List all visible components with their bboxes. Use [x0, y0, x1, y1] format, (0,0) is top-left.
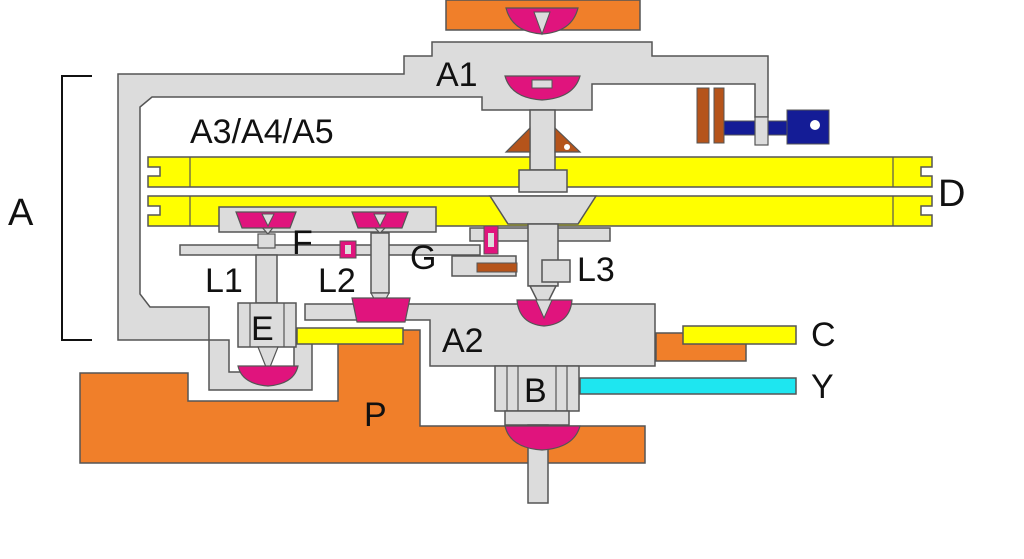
bar-y	[579, 377, 797, 395]
regulator-lever	[696, 87, 830, 146]
label-f: F	[292, 224, 313, 262]
barrel-b	[494, 365, 580, 504]
center-arbor	[488, 109, 598, 314]
label-a345: A3/A4/A5	[190, 113, 334, 151]
label-a2: A2	[442, 322, 484, 360]
label-y: Y	[811, 368, 834, 406]
label-b: B	[524, 372, 547, 410]
jewel-e-lower	[237, 365, 299, 387]
label-d: D	[938, 173, 965, 215]
arbor-l2	[370, 224, 390, 312]
label-c: C	[811, 316, 836, 354]
brown-arm	[476, 262, 518, 273]
main-plate-p	[79, 329, 646, 464]
label-l1: L1	[205, 262, 243, 300]
center-support	[504, 126, 582, 153]
label-g: G	[410, 239, 436, 277]
main-frame-a	[117, 41, 769, 341]
jewel-l2-lower	[351, 297, 411, 323]
middle-wheel-g	[179, 244, 481, 256]
label-a: A	[8, 192, 34, 234]
jewel-bottom	[504, 425, 581, 451]
plate-c-yellow	[682, 325, 797, 345]
label-l3: L3	[577, 251, 615, 289]
left-yellow-strip	[296, 327, 404, 345]
jewel-pivots	[261, 11, 553, 320]
label-p: P	[364, 396, 387, 434]
bracket-a	[61, 75, 92, 341]
label-a1: A1	[436, 56, 478, 94]
label-e: E	[251, 310, 274, 348]
label-l2: L2	[318, 262, 356, 300]
